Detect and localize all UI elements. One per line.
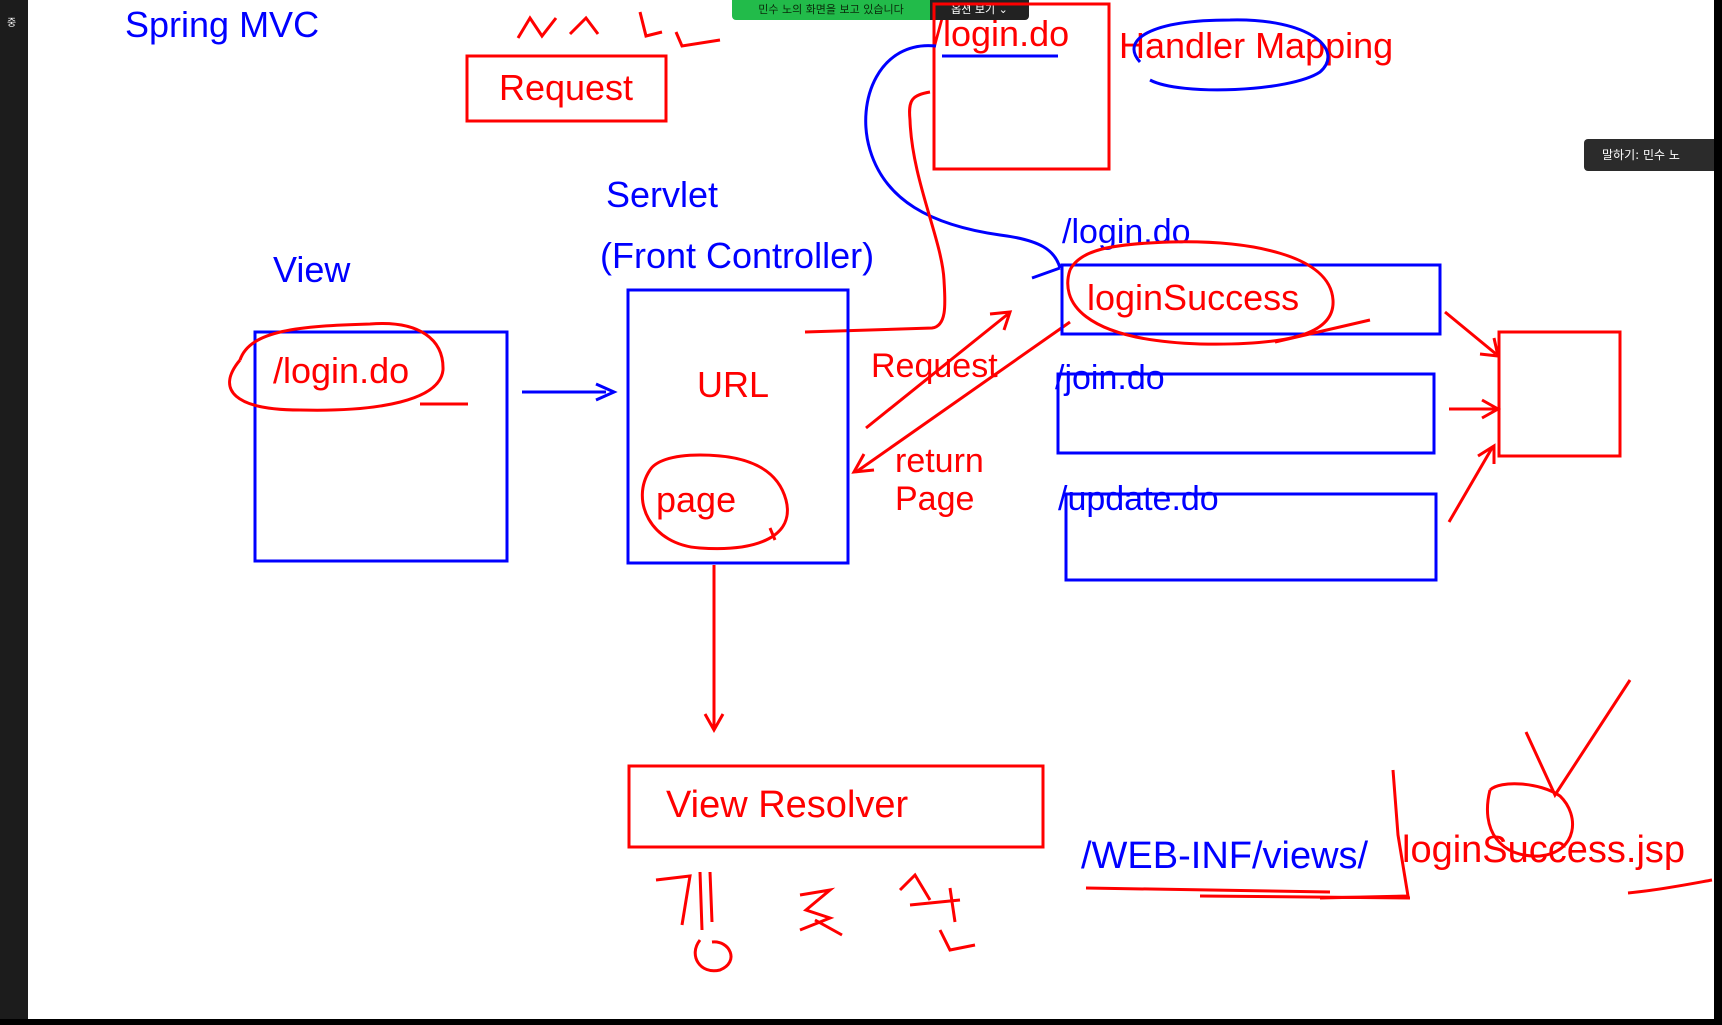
whiteboard-title: Spring MVC [125, 4, 319, 45]
request-arrow-label: Request [871, 347, 998, 385]
arrowhead-1 [1479, 337, 1500, 358]
view-to-servlet-arrowhead [595, 382, 618, 402]
handler-mapping-circle [1132, 18, 1330, 92]
request-box [465, 54, 668, 123]
mapping-3-to-controller-arrow [1447, 447, 1494, 523]
request-arrowhead [989, 310, 1013, 331]
view-path-prefix: /WEB-INF/views/ [1081, 835, 1369, 877]
left-sidebar: 중 [0, 0, 28, 1025]
mapping-entry-url-2: /join.do [1055, 359, 1165, 397]
bottom-edge [0, 1019, 1722, 1025]
handler-box [932, 2, 1111, 171]
servlet-label: Servlet [606, 174, 718, 215]
servlet-to-resolver-arrowhead [703, 713, 725, 734]
view-box [253, 330, 509, 563]
servlet-url-label: URL [697, 364, 769, 405]
view-resolver-label: View Resolver [666, 784, 909, 826]
mapping-entry-box-2 [1056, 372, 1436, 455]
view-path-underline-right [1627, 878, 1713, 895]
return-page-label: Page [895, 480, 974, 518]
view-box-url: /login.do [273, 350, 409, 391]
handler-mapping-label: Handler Mapping [1119, 25, 1393, 66]
mapping-entry-box-3 [1064, 492, 1438, 582]
return-page-arrowhead [851, 453, 875, 474]
login-success-circle [1066, 240, 1371, 346]
servlet-to-handler-curve [804, 90, 947, 334]
handler-to-mapping-arrow [864, 44, 1062, 280]
whiteboard-canvas[interactable]: Spring MVC Request /login.do Handler Map… [28, 0, 1714, 1019]
side-indicator: 중 [7, 18, 17, 29]
right-edge [1714, 0, 1722, 1025]
arrowhead-2 [1481, 398, 1502, 420]
servlet-page-label: page [656, 479, 736, 520]
mapping-entry-url-3: /update.do [1058, 480, 1219, 518]
mapping-1-to-controller-arrow [1444, 310, 1497, 356]
controller-box [1497, 330, 1622, 458]
screen-share-status: 민수 노의 화면을 보고 있습니다 [732, 0, 930, 20]
view-path-file: loginSuccess.jsp [1402, 829, 1685, 871]
arrowhead-3 [1477, 443, 1496, 464]
scribble-top [516, 11, 721, 48]
return-label: return [895, 442, 984, 480]
request-box-label: Request [499, 67, 633, 108]
request-arrow [865, 312, 1009, 430]
return-page-arrow [855, 320, 1071, 474]
servlet-page-circle [640, 453, 789, 551]
servlet-box [626, 288, 850, 565]
checkmark [1524, 679, 1632, 799]
handler-box-url: /login.do [933, 13, 1069, 54]
front-controller-label: (Front Controller) [600, 235, 874, 276]
speaker-tag: 말하기: 민수 노 [1584, 139, 1722, 171]
view-path-circle [1485, 782, 1574, 858]
view-label: View [273, 249, 351, 290]
mapping-entry-box-1 [1060, 263, 1442, 336]
view-url-circle [228, 321, 468, 412]
mapping-entry-method-1: loginSuccess [1087, 277, 1299, 318]
view-path-underline [1085, 769, 1411, 900]
scribble-bottom [655, 871, 976, 973]
view-resolver-box [627, 764, 1045, 849]
